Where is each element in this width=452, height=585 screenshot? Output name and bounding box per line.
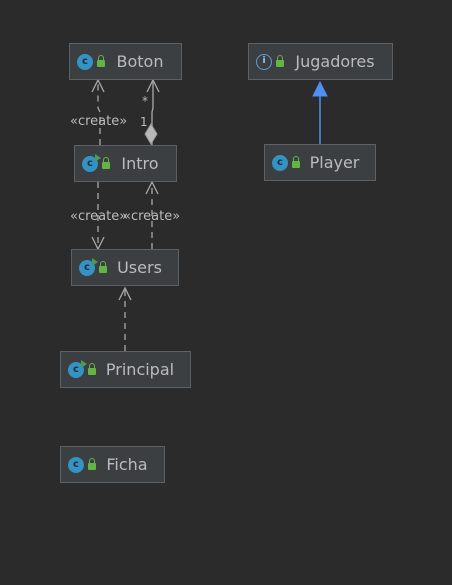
runnable-class-icon: c — [79, 257, 98, 276]
class-node-player[interactable]: c Player — [264, 144, 376, 181]
class-name-player: Player — [309, 152, 360, 172]
multiplicity-source: 1 — [140, 115, 148, 129]
class-name-users: Users — [117, 257, 162, 277]
class-node-ficha[interactable]: c Ficha — [60, 446, 165, 483]
edge-principal-depends-users[interactable] — [118, 286, 132, 351]
lock-icon — [292, 155, 300, 168]
edge-player-implements-jugadores[interactable] — [312, 80, 328, 144]
lock-icon — [88, 457, 96, 470]
lock-icon — [102, 156, 110, 169]
class-icon: c — [272, 154, 288, 171]
class-node-boton[interactable]: c Boton — [69, 43, 182, 80]
class-name-ficha: Ficha — [106, 454, 148, 474]
interface-icon: i — [256, 53, 272, 70]
runnable-class-icon: c — [82, 153, 101, 172]
edge-label-intro-boton: «create» — [70, 114, 128, 129]
edge-label-users-intro: «create» — [123, 209, 181, 224]
class-icon: c — [77, 53, 93, 70]
class-name-boton: Boton — [116, 51, 164, 71]
class-icon: c — [68, 456, 84, 473]
edge-intro-aggregation-boton[interactable] — [144, 78, 160, 145]
runnable-class-icon: c — [68, 359, 87, 378]
lock-icon — [88, 362, 96, 375]
lock-icon — [276, 54, 284, 67]
aggregation-diamond-icon — [144, 123, 158, 145]
class-node-principal[interactable]: c Principal — [60, 351, 191, 388]
class-node-intro[interactable]: c Intro — [74, 145, 177, 182]
interface-node-jugadores[interactable]: i Jugadores — [248, 43, 393, 80]
multiplicity-target: * — [142, 94, 148, 108]
interface-name-jugadores: Jugadores — [295, 51, 375, 71]
edge-intro-create-boton[interactable] — [91, 78, 105, 145]
lock-icon — [99, 260, 107, 273]
lock-icon — [97, 54, 105, 67]
class-name-intro: Intro — [121, 153, 159, 173]
class-name-principal: Principal — [105, 359, 175, 379]
generalization-arrow-icon — [312, 80, 328, 97]
edge-users-create-intro[interactable] — [145, 180, 159, 249]
edge-label-intro-users: «create» — [70, 209, 128, 224]
class-node-users[interactable]: c Users — [71, 249, 179, 286]
